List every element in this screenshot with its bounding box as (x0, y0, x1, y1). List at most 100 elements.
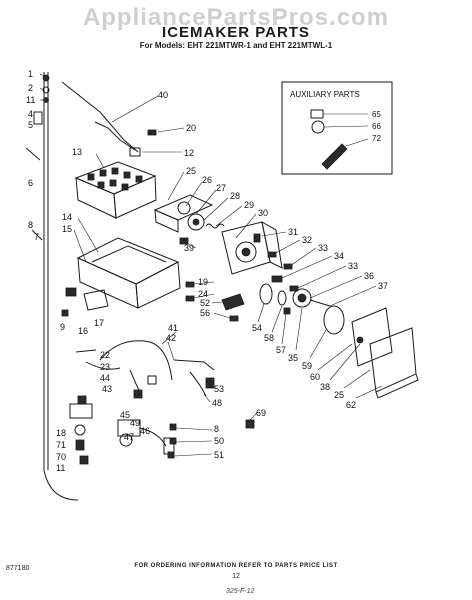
switch-43-44 (133, 375, 157, 399)
screw-39 (179, 237, 189, 245)
callout-36: 36 (364, 271, 374, 281)
aux-parts-box (281, 81, 393, 175)
callout-20: 20 (186, 123, 196, 133)
ordering-note: FOR ORDERING INFORMATION REFER TO PARTS … (134, 563, 338, 569)
callout-42: 42 (166, 333, 176, 343)
aux-part-66 (311, 120, 369, 134)
small-parts-32-33 (267, 251, 299, 292)
callout-47: 47 (124, 432, 134, 442)
callout-27: 27 (216, 183, 226, 193)
document-code: 877180 (6, 565, 30, 572)
screw-8-50-51 (167, 423, 177, 459)
callout-50: 50 (214, 436, 224, 446)
callout-26: 26 (202, 175, 212, 185)
aux-label-72: 72 (372, 134, 381, 143)
callout-51: 51 (214, 450, 224, 460)
mounting-plate (153, 194, 214, 233)
callout-28: 28 (230, 191, 240, 201)
handwritten-reference: 325-F-12 (226, 588, 255, 595)
leader-lines (39, 73, 383, 457)
callout-12: 12 (184, 148, 194, 158)
gear-35 (292, 288, 312, 308)
callout-1: 1 (28, 69, 33, 79)
callout-59: 59 (302, 361, 312, 371)
callout-23: 23 (100, 362, 110, 372)
callout-38: 38 (320, 382, 330, 392)
callout-58: 58 (264, 333, 274, 343)
aux-part-72 (321, 138, 369, 170)
callout-34: 34 (334, 251, 344, 261)
callout-44: 44 (100, 373, 110, 383)
callout-54: 54 (252, 323, 262, 333)
callout-45: 45 (120, 410, 130, 420)
callout-39: 39 (184, 243, 194, 253)
fill-tube (61, 81, 139, 153)
callout-52: 52 (200, 298, 210, 308)
callout-62: 62 (346, 400, 356, 410)
callout-31: 31 (288, 227, 298, 237)
callout-56: 56 (200, 308, 210, 318)
shaft-37-59 (309, 299, 345, 335)
callout-35: 35 (288, 353, 298, 363)
callout-37: 37 (378, 281, 388, 291)
motor-62 (369, 327, 419, 399)
callout-46: 46 (140, 426, 150, 436)
callout-19: 19 (198, 277, 208, 287)
callout-8b: 8 (214, 424, 219, 434)
callout-9: 9 (60, 322, 65, 332)
clip-52 (221, 293, 245, 311)
callout-57: 57 (276, 345, 286, 355)
screw-20 (147, 129, 157, 136)
callout-60: 60 (310, 372, 320, 382)
fitting-69 (245, 419, 255, 429)
callout-48: 48 (212, 398, 222, 408)
callout-30: 30 (258, 208, 268, 218)
ice-tray (74, 161, 157, 219)
water-fill-tube-assembly (25, 72, 79, 501)
callout-2: 2 (28, 83, 33, 93)
motor-housing (221, 221, 283, 275)
callout-13: 13 (72, 147, 82, 157)
page-title: ICEMAKER PARTS (162, 24, 310, 41)
callout-18: 18 (56, 428, 66, 438)
callout-6: 6 (28, 178, 33, 188)
callout-32: 32 (302, 235, 312, 245)
aux-label-66: 66 (372, 122, 381, 131)
spring-29 (205, 223, 225, 229)
callout-17: 17 (94, 318, 104, 328)
watermark: AppliancePartsPros.com (82, 4, 390, 31)
callout-25b: 25 (334, 390, 344, 400)
inlet-valve (69, 395, 93, 465)
callout-70: 70 (56, 452, 66, 462)
model-numbers: For Models: EHT 221MTWR-1 and EHT 221MTW… (139, 41, 333, 50)
callout-43: 43 (102, 384, 112, 394)
callout-15: 15 (62, 224, 72, 234)
screw-56 (229, 315, 239, 322)
cam-58-57 (277, 290, 291, 315)
callout-29: 29 (244, 200, 254, 210)
aux-part-65 (310, 109, 368, 119)
screw-19-24 (185, 281, 195, 302)
callout-22: 22 (100, 350, 110, 360)
mounting-bracket (61, 287, 109, 317)
wire-harness (75, 340, 215, 397)
thermostat-53 (205, 377, 215, 389)
callout-71: 71 (56, 440, 66, 450)
water-valve (117, 419, 175, 455)
callout-7: 7 (34, 232, 39, 242)
aux-label-65: 65 (372, 110, 381, 119)
callout-16: 16 (78, 326, 88, 336)
callout-33b: 33 (348, 261, 358, 271)
callout-33: 33 (318, 243, 328, 253)
ring-54 (259, 283, 273, 305)
callout-25: 25 (186, 166, 196, 176)
callout-24: 24 (198, 289, 208, 299)
callout-11: 11 (26, 95, 35, 105)
callout-40: 40 (158, 90, 168, 100)
callout-8: 8 (28, 220, 33, 230)
motor-cover-60 (351, 307, 393, 367)
callout-69: 69 (256, 408, 266, 418)
callout-14: 14 (62, 212, 72, 222)
